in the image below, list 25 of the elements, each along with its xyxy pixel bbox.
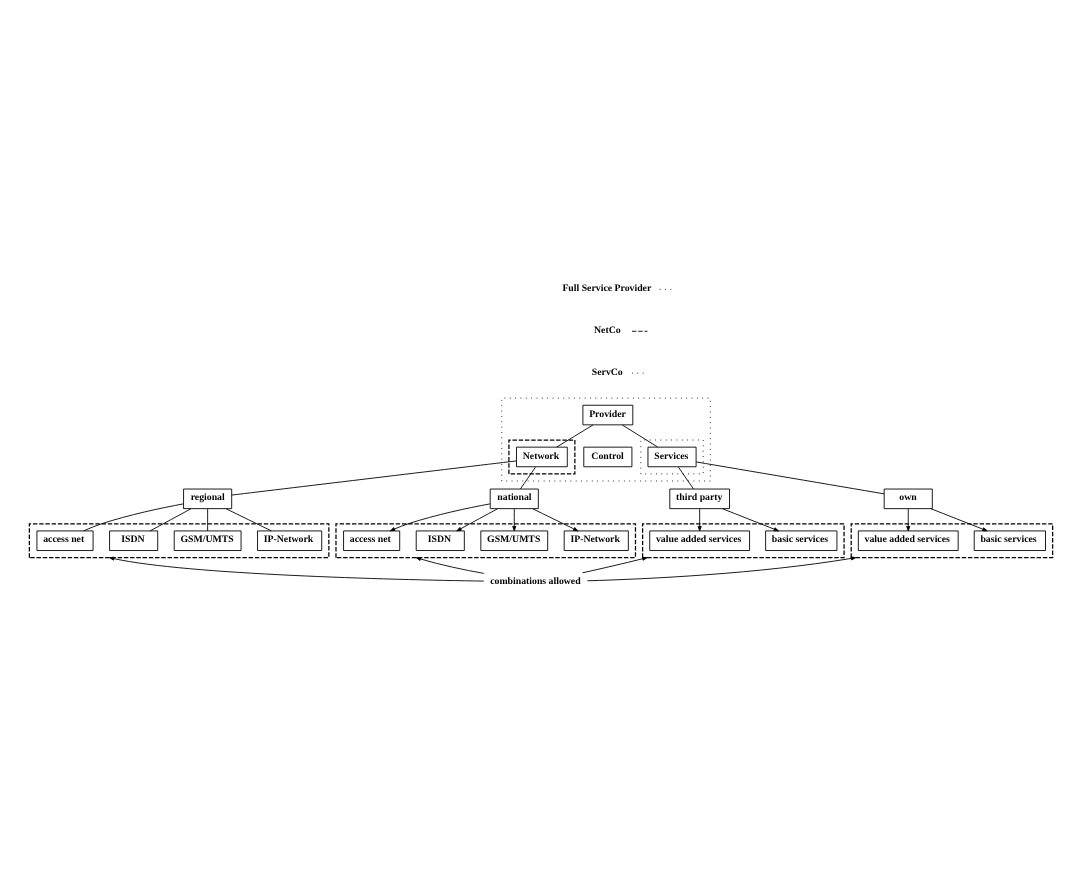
connector	[695, 461, 885, 495]
connector	[556, 424, 594, 448]
arrow	[532, 508, 579, 532]
connector	[149, 508, 192, 532]
arrow	[512, 508, 517, 532]
arrow	[930, 508, 988, 532]
connector	[231, 460, 517, 496]
connector	[678, 466, 694, 490]
connector	[520, 466, 536, 490]
connector	[83, 503, 184, 532]
cluster	[501, 397, 711, 482]
cluster	[508, 439, 576, 475]
connector	[225, 508, 272, 532]
arrow	[587, 556, 857, 582]
arrow	[389, 503, 491, 532]
arrow	[456, 508, 498, 532]
connector	[621, 424, 658, 448]
arrow	[582, 556, 648, 574]
arrow	[109, 556, 485, 582]
connector	[207, 508, 209, 532]
arrow	[722, 508, 779, 532]
cluster	[640, 439, 704, 475]
arrow	[906, 508, 911, 532]
arrow	[415, 557, 485, 574]
arrow	[697, 508, 702, 532]
